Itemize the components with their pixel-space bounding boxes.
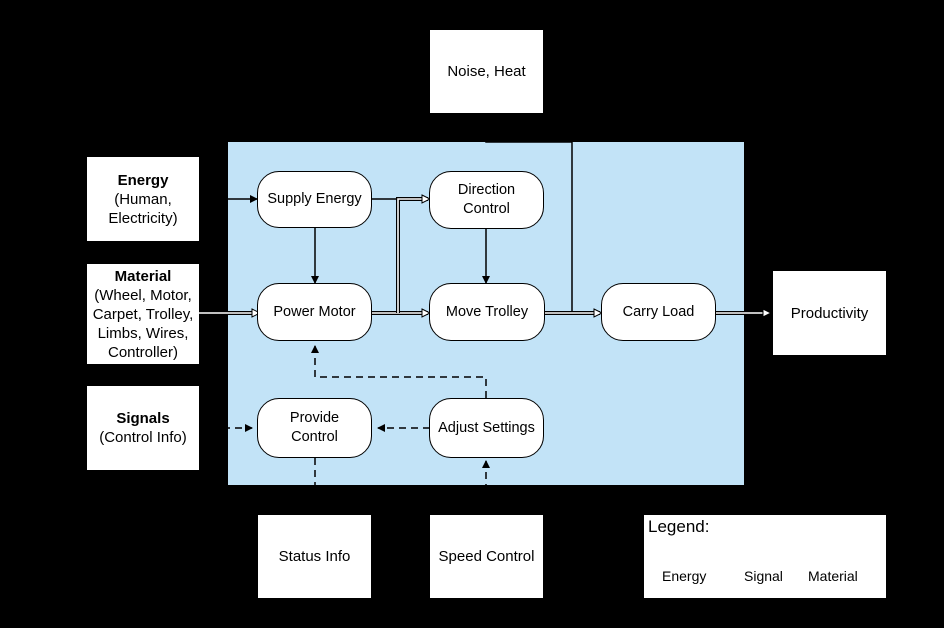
power-motor-block: Power Motor (257, 283, 372, 341)
signal-flows (199, 345, 490, 515)
material-input-title: Material (114, 267, 172, 285)
productivity-label: Productivity (790, 304, 869, 322)
material-input-sub3: Limbs, Wires, (97, 324, 189, 342)
adjust-settings-label: Adjust Settings (438, 419, 535, 436)
direction-control-label-2: Control (463, 201, 510, 217)
supply-energy-block: Supply Energy (257, 171, 372, 228)
supply-energy-label: Supply Energy (267, 191, 362, 207)
energy-input-sub2: Electricity) (108, 209, 178, 227)
energy-input-box: Energy (Human, Electricity) (87, 157, 199, 241)
signals-input-box: Signals (Control Info) (87, 386, 199, 470)
material-input-sub4: Controller) (107, 343, 179, 361)
carry-load-label: Carry Load (622, 303, 695, 320)
status-info-label: Status Info (278, 548, 351, 565)
material-flows (199, 194, 773, 318)
adjust-settings-block: Adjust Settings (429, 398, 544, 458)
legend: Legend: Energy Signal Material (644, 515, 886, 598)
speed-control-box: Speed Control (430, 515, 543, 598)
move-trolley-block: Move Trolley (429, 283, 545, 341)
direction-control-block: Direction Control (429, 171, 544, 229)
provide-control-block: Provide Control (257, 398, 372, 458)
legend-energy-label: Energy (662, 568, 707, 584)
move-trolley-label: Move Trolley (445, 303, 529, 320)
legend-title: Legend: (648, 517, 710, 536)
noise-heat-label: Noise, Heat (447, 63, 526, 80)
legend-material-label: Material (808, 568, 858, 584)
signals-input-title: Signals (116, 410, 170, 427)
material-input-sub2: Carpet, Trolley, (92, 305, 194, 323)
legend-signal-label: Signal (744, 568, 783, 584)
material-input-box: Material (Wheel, Motor, Carpet, Trolley,… (87, 264, 199, 364)
power-motor-label: Power Motor (273, 303, 356, 320)
energy-input-sub1: (Human, (114, 190, 172, 208)
material-input-sub1: (Wheel, Motor, (94, 286, 192, 304)
direction-control-label-1: Direction (457, 182, 516, 198)
status-info-box: Status Info (258, 515, 371, 598)
noise-heat-box: Noise, Heat (430, 30, 543, 113)
speed-control-label: Speed Control (438, 548, 535, 565)
provide-control-label-2: Control (291, 429, 338, 445)
signals-input-sub: (Control Info) (99, 429, 187, 446)
energy-input-title: Energy (117, 171, 169, 189)
productivity-box: Productivity (773, 271, 886, 355)
provide-control-label-1: Provide (289, 410, 340, 426)
carry-load-block: Carry Load (601, 283, 716, 341)
